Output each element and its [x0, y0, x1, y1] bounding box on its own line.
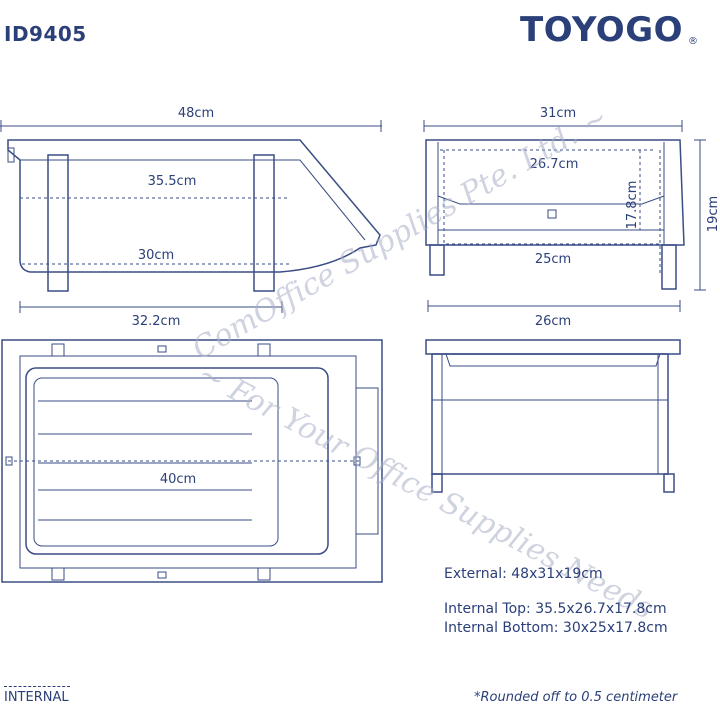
label-front-inner-depth: 17.8cm — [625, 181, 640, 230]
model-number: ID9405 — [4, 22, 87, 46]
back-leg-right — [663, 473, 675, 493]
label-side-inner-top: 35.5cm — [148, 174, 197, 189]
label-side-base: 32.2cm — [132, 314, 181, 329]
watermark-line-2: ~ For Your Office Supplies Needs — [192, 356, 659, 626]
front-leg-left — [429, 244, 445, 276]
back-rim — [425, 339, 681, 355]
front-view: 31cm 26.7cm 17.8cm 25cm 19cm 26cm — [423, 106, 720, 329]
side-body-outline — [7, 139, 381, 273]
side-view: 48cm 35.5cm 30cm 32.2cm — [0, 106, 382, 329]
internal-legend-label: INTERNAL — [4, 690, 69, 705]
front-leg-right — [661, 244, 677, 290]
label-front-width: 31cm — [540, 106, 576, 121]
label-front-inner-top: 26.7cm — [530, 157, 579, 172]
front-body-outline — [425, 139, 685, 246]
top-outer-outline — [1, 339, 383, 583]
label-back-width: 26cm — [535, 314, 571, 329]
spec-external: External: 48x31x19cm — [444, 566, 603, 582]
top-view: 40cm — [1, 339, 383, 583]
back-body — [431, 353, 669, 475]
label-side-length: 48cm — [178, 106, 214, 121]
spec-internal-bottom: Internal Bottom: 30x25x17.8cm — [444, 620, 668, 636]
label-side-inner-bottom: 30cm — [138, 248, 174, 263]
registered-mark: ® — [688, 36, 698, 47]
label-front-inner-bottom: 25cm — [535, 252, 571, 267]
label-top-inner: 40cm — [160, 472, 196, 487]
internal-legend-line — [4, 686, 70, 687]
back-leg-left — [431, 473, 443, 493]
brand-logo: TOYOGO — [520, 10, 684, 50]
side-post-right — [253, 154, 275, 292]
back-view — [425, 339, 681, 493]
label-front-height: 19cm — [706, 196, 720, 232]
rounding-footnote: *Rounded off to 0.5 centimeter — [474, 690, 678, 705]
spec-internal-top: Internal Top: 35.5x26.7x17.8cm — [444, 601, 667, 617]
side-post-left — [47, 154, 69, 292]
watermark: ComOffice Supplies Pte. Ltd. ~ ~ For You… — [187, 100, 660, 627]
